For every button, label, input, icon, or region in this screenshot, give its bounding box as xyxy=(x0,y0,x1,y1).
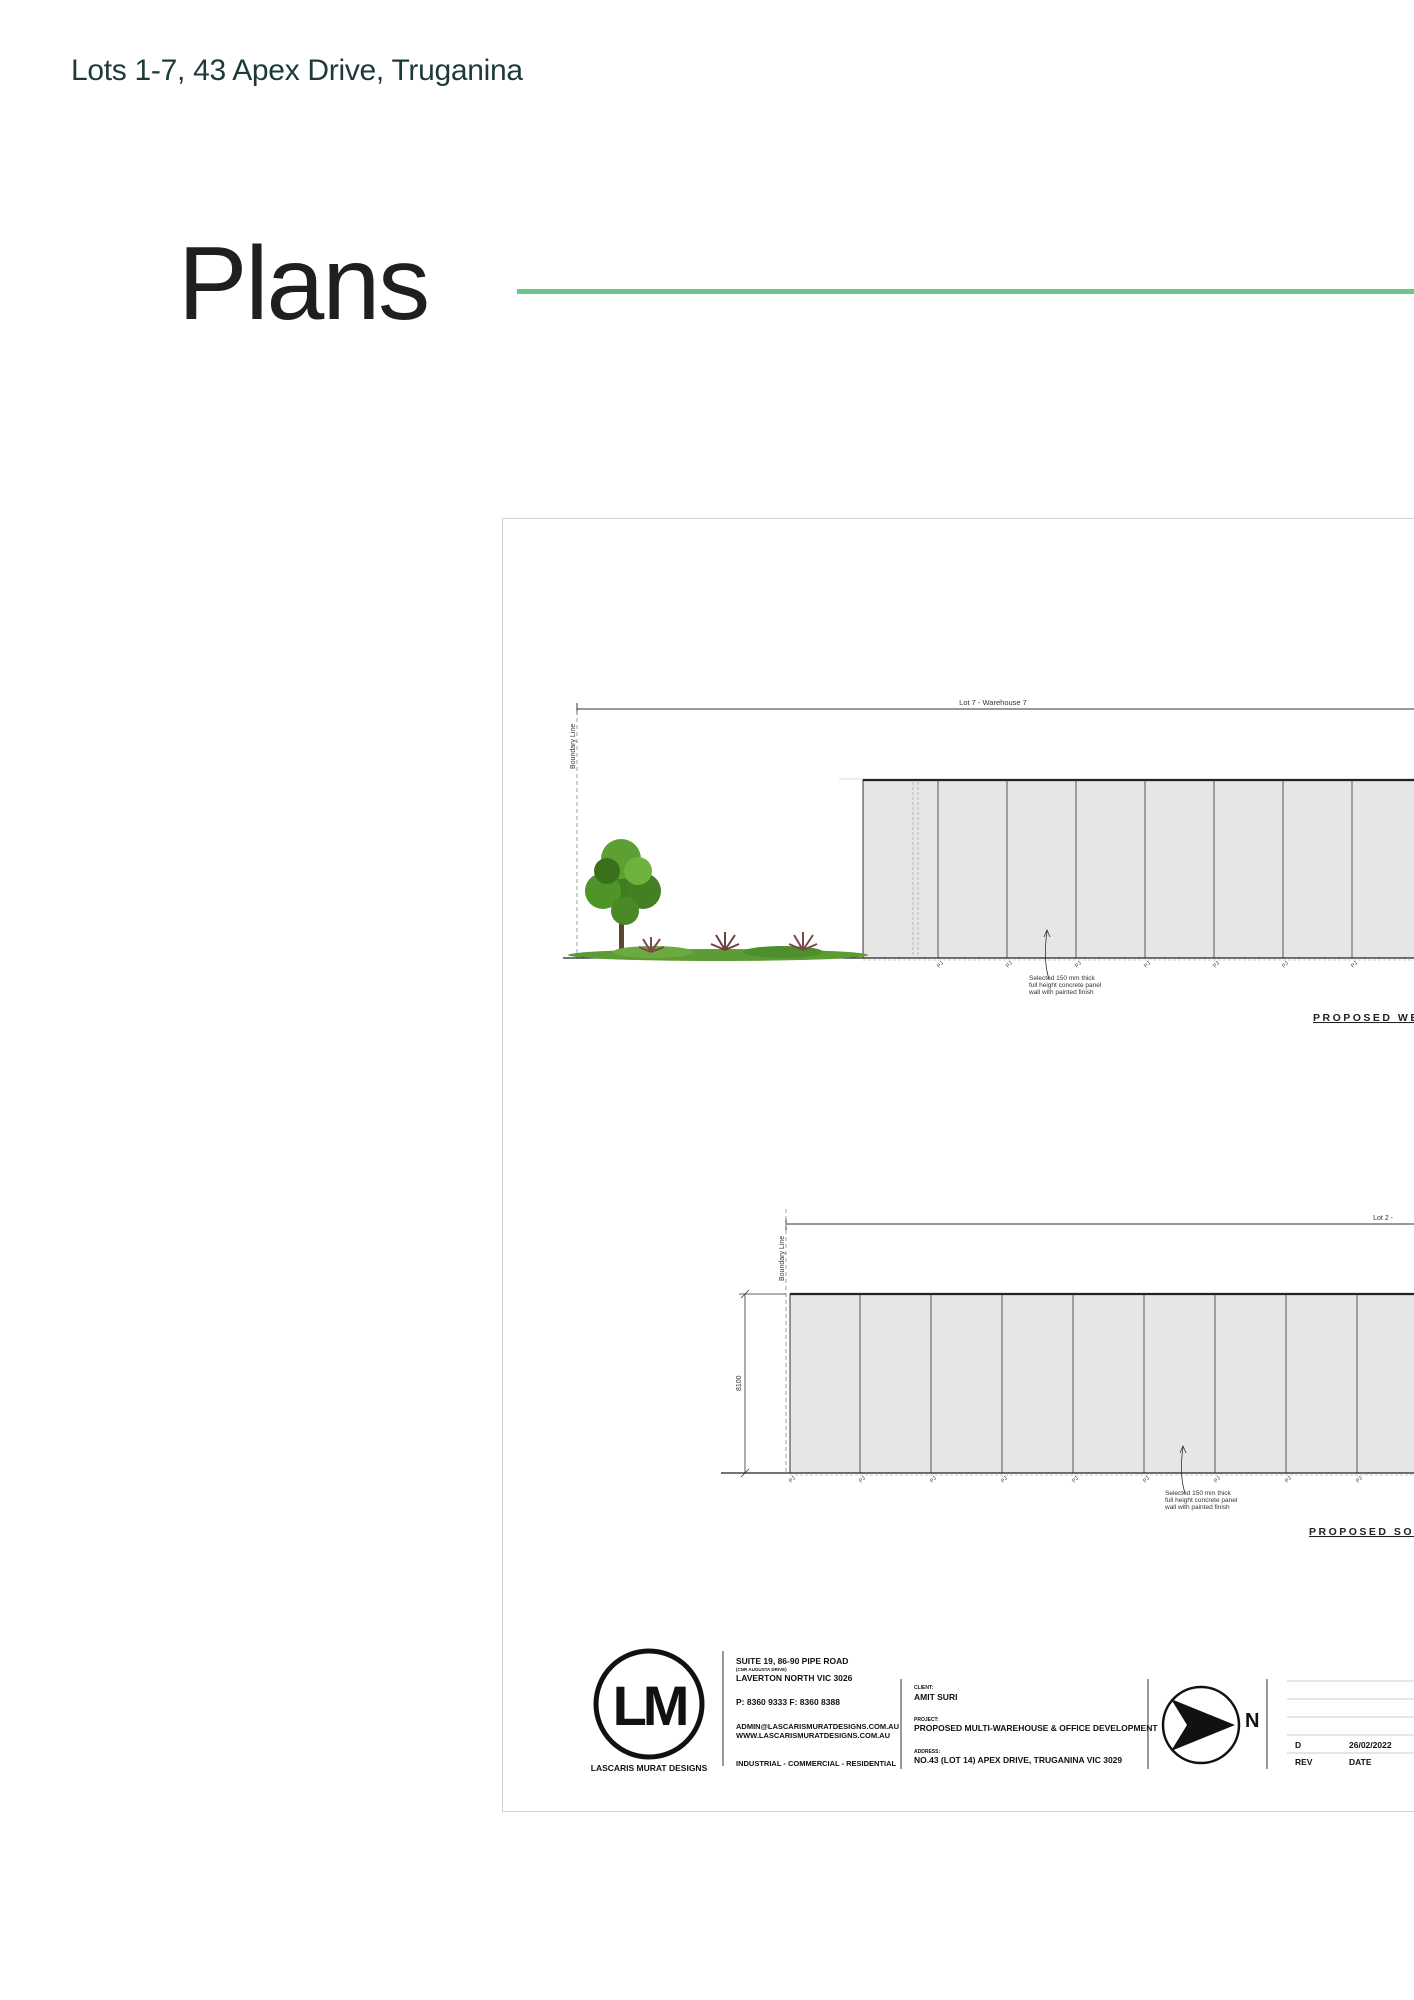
panel-note-line: wall with painted finish xyxy=(1164,1504,1230,1511)
pj-label: PJ xyxy=(1074,960,1083,969)
north-arrow-icon: N xyxy=(1161,1685,1259,1765)
client-name: AMIT SURI xyxy=(914,1692,957,1702)
panel-note-line: Selected 150 mm thick xyxy=(1029,975,1096,982)
north-label: N xyxy=(1245,1710,1259,1732)
pj-label: PJ xyxy=(1213,1475,1222,1484)
pj-label: PJ xyxy=(1212,960,1221,969)
pj-label: PJ xyxy=(1284,1475,1293,1484)
pj-label: PJ xyxy=(936,960,945,969)
revision-table: D 26/02/2022 REV DATE xyxy=(1287,1680,1414,1767)
panel-note-line: Selected 150 mm thick xyxy=(1165,1490,1232,1497)
pj-label: PJ xyxy=(929,1475,938,1484)
client-label: CLIENT: xyxy=(914,1685,934,1691)
panel-note-line: wall with painted finish xyxy=(1028,989,1094,996)
title-block: LM LASCARIS MURAT DESIGNS SUITE 19, 86-9… xyxy=(591,1648,1414,1773)
project-label: PROJECT: xyxy=(914,1717,939,1723)
firm-address-line: LAVERTON NORTH VIC 3026 xyxy=(736,1673,853,1683)
date-header: DATE xyxy=(1349,1757,1372,1767)
west-boundary-label: Boundary Line xyxy=(570,724,577,769)
revision-date: 26/02/2022 xyxy=(1349,1740,1392,1750)
title-rule xyxy=(517,289,1414,294)
south-dimension-label: Lot 2 - xyxy=(1373,1215,1394,1222)
pj-label: PJ xyxy=(858,1475,867,1484)
panel-note-line: full height concrete panel xyxy=(1165,1497,1238,1504)
elevation-drawing-svg: Lot 7 - Warehouse 7 Boundary Line PJ PJ … xyxy=(563,698,1414,1773)
firm-email: ADMIN@LASCARISMURATDESIGNS.COM.AU xyxy=(736,1722,899,1731)
south-elevation: Lot 2 - Boundary Line 8100 xyxy=(721,1209,1414,1538)
pj-label: PJ xyxy=(1350,960,1359,969)
revision-header: REV xyxy=(1295,1757,1313,1767)
project-name: PROPOSED MULTI-WAREHOUSE & OFFICE DEVELO… xyxy=(914,1723,1158,1733)
firm-name: LASCARIS MURAT DESIGNS xyxy=(591,1763,708,1773)
tree-icon xyxy=(585,839,661,959)
architectural-drawing: Lot 7 - Warehouse 7 Boundary Line PJ PJ … xyxy=(502,518,1414,1812)
logo-text: LM xyxy=(613,1674,686,1737)
shrub-icon xyxy=(568,932,868,961)
pj-label: PJ xyxy=(1005,960,1014,969)
panel-note-line: full height concrete panel xyxy=(1029,982,1102,989)
firm-sectors: INDUSTRIAL - COMMERCIAL - RESIDENTIAL xyxy=(736,1759,897,1768)
pj-label: PJ xyxy=(1142,1475,1151,1484)
firm-address-line: SUITE 19, 86-90 PIPE ROAD xyxy=(736,1656,848,1666)
revision-letter: D xyxy=(1295,1740,1301,1750)
firm-website: WWW.LASCARISMURATDESIGNS.COM.AU xyxy=(736,1731,890,1740)
pj-label: PJ xyxy=(1000,1475,1009,1484)
page-title: Plans xyxy=(178,226,430,342)
firm-address-line: (CNR AUGUSTA DRIVE) xyxy=(736,1667,787,1672)
south-boundary-label: Boundary Line xyxy=(779,1236,786,1281)
site-address: NO.43 (LOT 14) APEX DRIVE, TRUGANINA VIC… xyxy=(914,1755,1122,1765)
pj-label: PJ xyxy=(1143,960,1152,969)
west-elevation-title: PROPOSED WES xyxy=(1313,1012,1414,1024)
pj-label: PJ xyxy=(1281,960,1290,969)
firm-phone: P: 8360 9333 F: 8360 8388 xyxy=(736,1697,840,1707)
south-elevation-title: PROPOSED SOU xyxy=(1309,1526,1414,1538)
west-elevation: Lot 7 - Warehouse 7 Boundary Line PJ PJ … xyxy=(563,698,1414,1024)
site-address-label: ADDRESS: xyxy=(914,1749,940,1755)
pj-label: PJ xyxy=(1071,1475,1080,1484)
header-address: Lots 1-7, 43 Apex Drive, Truganina xyxy=(71,54,523,87)
lm-logo: LM LASCARIS MURAT DESIGNS xyxy=(591,1648,708,1773)
pj-label: PJ xyxy=(1355,1475,1364,1484)
pj-label: PJ xyxy=(788,1475,797,1484)
south-height-label: 8100 xyxy=(736,1375,743,1391)
west-dimension-label: Lot 7 - Warehouse 7 xyxy=(959,698,1027,707)
